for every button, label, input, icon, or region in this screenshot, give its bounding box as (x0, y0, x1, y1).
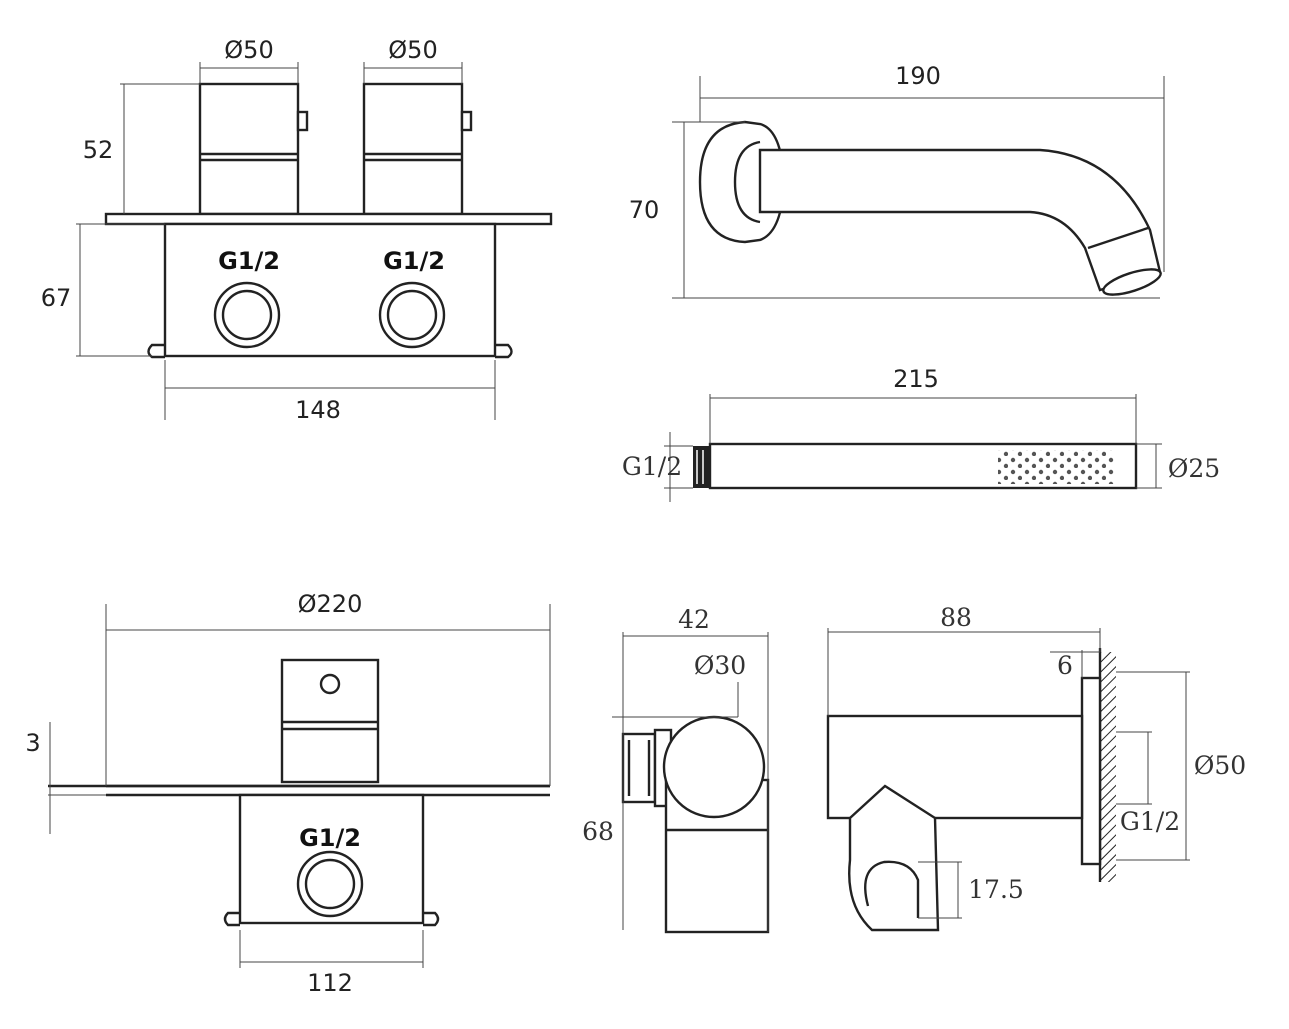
shower-diameter-label: Ø25 (1168, 454, 1220, 483)
left-knob-stud (296, 110, 309, 132)
hook-size-label: 17.5 (968, 875, 1024, 904)
nozzle-pattern (998, 450, 1114, 484)
mixer-top-view: G1/2 G1/2 Ø50 Ø50 52 67 148 (41, 36, 553, 424)
single-valve-body (238, 793, 425, 925)
outlet-side-view: 42 Ø30 68 (582, 605, 770, 934)
spout-height-label: 70 (629, 196, 660, 224)
knob-dia-right-label: Ø50 (388, 36, 437, 64)
shower-thread-label: G1/2 (622, 452, 682, 481)
body-width-label: 148 (295, 396, 341, 424)
plate-valve-view: G1/2 Ø220 3 112 (25, 590, 551, 997)
plate-dia-label: Ø220 (298, 590, 363, 618)
knob-dia-left-label: Ø50 (224, 36, 273, 64)
flange-thickness-label: 6 (1057, 651, 1073, 680)
holder-thread-label: G1/2 (1120, 807, 1180, 836)
right-port-inner (386, 289, 438, 341)
spout-length-label: 190 (895, 62, 941, 90)
body-width-112-label: 112 (307, 969, 353, 997)
valve-body (163, 222, 497, 358)
thread-connector (693, 446, 710, 488)
spout-aerator (1102, 268, 1162, 296)
wall-section (1100, 652, 1116, 882)
holder-flange (1080, 676, 1102, 866)
left-port-inner (221, 289, 273, 341)
outlet-depth-label: 42 (678, 605, 710, 634)
plate-thickness-label: 3 (25, 729, 40, 757)
port-right-label: G1/2 (383, 247, 445, 275)
outlet-ball (662, 715, 766, 819)
cover-plate (104, 212, 553, 226)
flange-dia-label: Ø50 (1194, 751, 1246, 780)
holder-length-label: 88 (940, 603, 972, 632)
right-knob-stud (460, 110, 473, 132)
shower-length-label: 215 (893, 365, 939, 393)
right-knob (362, 82, 464, 216)
left-knob (198, 82, 300, 216)
knob-indicator (319, 673, 341, 695)
single-port-inner (304, 858, 356, 910)
single-port-label: G1/2 (299, 824, 361, 852)
spout-view: 190 70 (629, 62, 1165, 299)
body-height-label: 67 (41, 284, 72, 312)
holder-cradle (848, 784, 940, 932)
outlet-dia-label: Ø30 (694, 651, 746, 680)
outlet-height-label: 68 (582, 817, 614, 846)
holder-view: 88 6 Ø50 G1/2 17.5 (826, 603, 1246, 932)
hand-shower-view: 215 G1/2 Ø25 (622, 365, 1220, 502)
knob-height-label: 52 (83, 136, 114, 164)
spout-arm (758, 148, 1162, 292)
port-left-label: G1/2 (218, 247, 280, 275)
